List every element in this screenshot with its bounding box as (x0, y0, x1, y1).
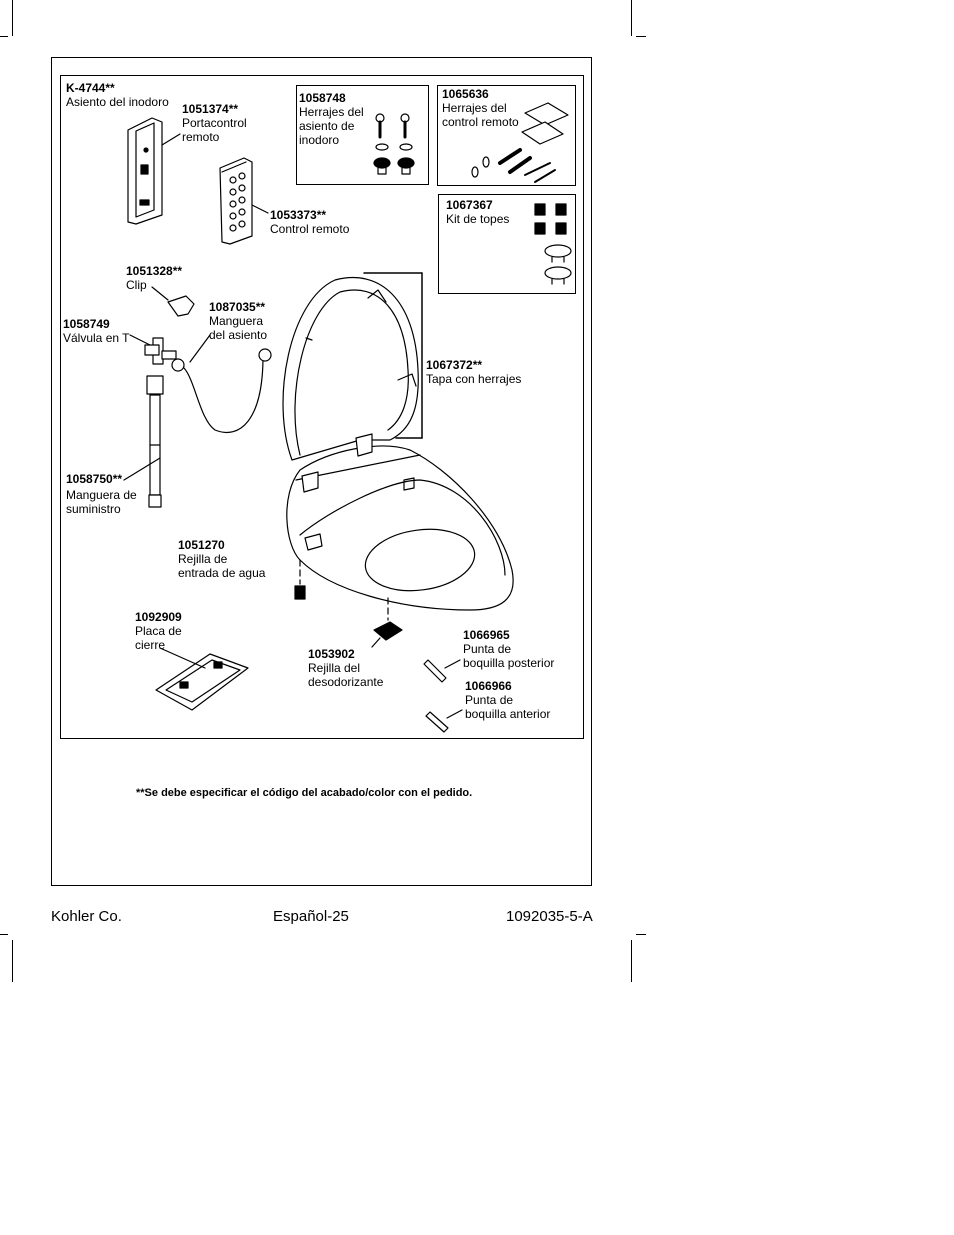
part-number: 1051374** (182, 102, 239, 116)
part-number: 1066965 (463, 628, 510, 642)
part-number: 1051328** (126, 264, 183, 278)
deodorizer-screen-drawing (371, 597, 403, 648)
part-desc: del asiento (209, 328, 268, 342)
part-desc: inodoro (299, 133, 340, 147)
remote-hardware-box (437, 85, 576, 186)
label-remote: 1053373** Control remoto (270, 208, 349, 236)
part-desc: Placa de (135, 624, 182, 638)
part-number: 1058750** (66, 472, 123, 486)
part-number: 1067367 (446, 198, 493, 212)
seat-hose-drawing (171, 334, 272, 434)
part-desc: Herrajes del (299, 105, 364, 119)
part-desc: control remoto (442, 115, 519, 129)
part-number: 1092909 (135, 610, 182, 624)
part-desc: boquilla posterior (463, 656, 555, 670)
label-remote-hardware: 1065636 Herrajes del control remoto (442, 87, 519, 129)
part-number: 1058748 (299, 91, 346, 105)
part-number: 1067372** (426, 358, 483, 372)
part-desc: desodorizante (308, 675, 384, 689)
rear-nozzle-tip-drawing (423, 659, 461, 683)
label-front-nozzle-tip: 1066966 Punta de boquilla anterior (465, 679, 550, 721)
part-desc: entrada de agua (178, 566, 266, 580)
part-desc: Kit de topes (446, 212, 510, 226)
front-nozzle-tip-drawing (425, 709, 463, 733)
footer-company: Kohler Co. (51, 908, 122, 925)
bumper-kit-drawing (534, 203, 572, 285)
footer-page-number: Español-25 (273, 908, 349, 925)
crop-mark (0, 36, 8, 37)
crop-mark (636, 36, 646, 37)
part-desc: suministro (66, 502, 121, 516)
part-desc: Punta de (465, 693, 514, 707)
label-remote-holder: 1051374** Portacontrol remoto (182, 102, 247, 144)
part-desc: asiento de (299, 119, 355, 133)
part-desc: Manguera de (66, 488, 137, 502)
crop-mark (12, 0, 13, 36)
part-number: 1058749 (63, 317, 110, 331)
label-supply-hose: 1058750** Manguera de suministro (66, 472, 137, 516)
part-desc: Clip (126, 278, 147, 292)
part-desc: Tapa con herrajes (426, 372, 522, 386)
order-note: **Se debe especificar el código del acab… (136, 787, 473, 799)
label-lid: 1067372** Tapa con herrajes (426, 358, 521, 386)
bumper-kit-box (438, 194, 576, 294)
crop-mark (636, 934, 646, 935)
label-t-valve: 1058749 Válvula en T (63, 317, 130, 345)
seat-drawing (286, 433, 514, 611)
label-bumper-kit: 1067367 Kit de topes (446, 198, 509, 226)
label-closure-plate: 1092909 Placa de cierre (135, 610, 182, 652)
part-desc: Herrajes del (442, 101, 507, 115)
label-seat-hose: 1087035** Manguera del asiento (209, 300, 267, 342)
part-desc: Válvula en T (63, 331, 130, 345)
part-number: 1051270 (178, 538, 225, 552)
part-desc: Rejilla del (308, 661, 361, 675)
label-rear-nozzle-tip: 1066965 Punta de boquilla posterior (463, 628, 554, 670)
remote-hardware-drawing (471, 102, 569, 183)
footer-doc-number: 1092035-5-A (506, 908, 593, 925)
label-water-screen: 1051270 Rejilla de entrada de agua (178, 538, 265, 580)
crop-mark (0, 934, 8, 935)
part-desc: boquilla anterior (465, 707, 551, 721)
crop-mark (631, 0, 632, 36)
part-desc: remoto (182, 130, 220, 144)
supply-hose-drawing (123, 375, 164, 508)
label-deodorizer-screen: 1053902 Rejilla del desodorizante (308, 647, 383, 689)
part-number: 1065636 (442, 87, 489, 101)
crop-mark (631, 940, 632, 982)
seat-hardware-drawing (373, 113, 415, 175)
part-number: K-4744** (66, 81, 115, 95)
label-seat-hardware: 1058748 Herrajes del asiento de inodoro (299, 91, 364, 147)
remote-holder-drawing (127, 117, 181, 225)
part-desc: Control remoto (270, 222, 350, 236)
part-desc: Rejilla de (178, 552, 228, 566)
page-frame (51, 57, 592, 886)
crop-mark (12, 940, 13, 982)
lid-drawing (282, 272, 423, 461)
part-number: 1087035** (209, 300, 266, 314)
water-screen-drawing (294, 559, 306, 600)
part-number: 1053373** (270, 208, 327, 222)
remote-control-drawing (219, 157, 269, 245)
label-seat: K-4744** Asiento del inodoro (66, 81, 169, 109)
part-desc: Portacontrol (182, 116, 247, 130)
part-desc: cierre (135, 638, 166, 652)
label-clip: 1051328** Clip (126, 264, 182, 292)
part-number: 1053902 (308, 647, 355, 661)
seat-hardware-box (296, 85, 429, 185)
part-desc: Punta de (463, 642, 512, 656)
part-desc: Manguera (209, 314, 264, 328)
part-number: 1066966 (465, 679, 512, 693)
clip-drawing (151, 286, 195, 317)
diagram-frame (60, 75, 584, 739)
closure-plate-drawing (155, 647, 249, 711)
part-desc: Asiento del inodoro (66, 95, 169, 109)
t-valve-drawing (129, 334, 177, 365)
